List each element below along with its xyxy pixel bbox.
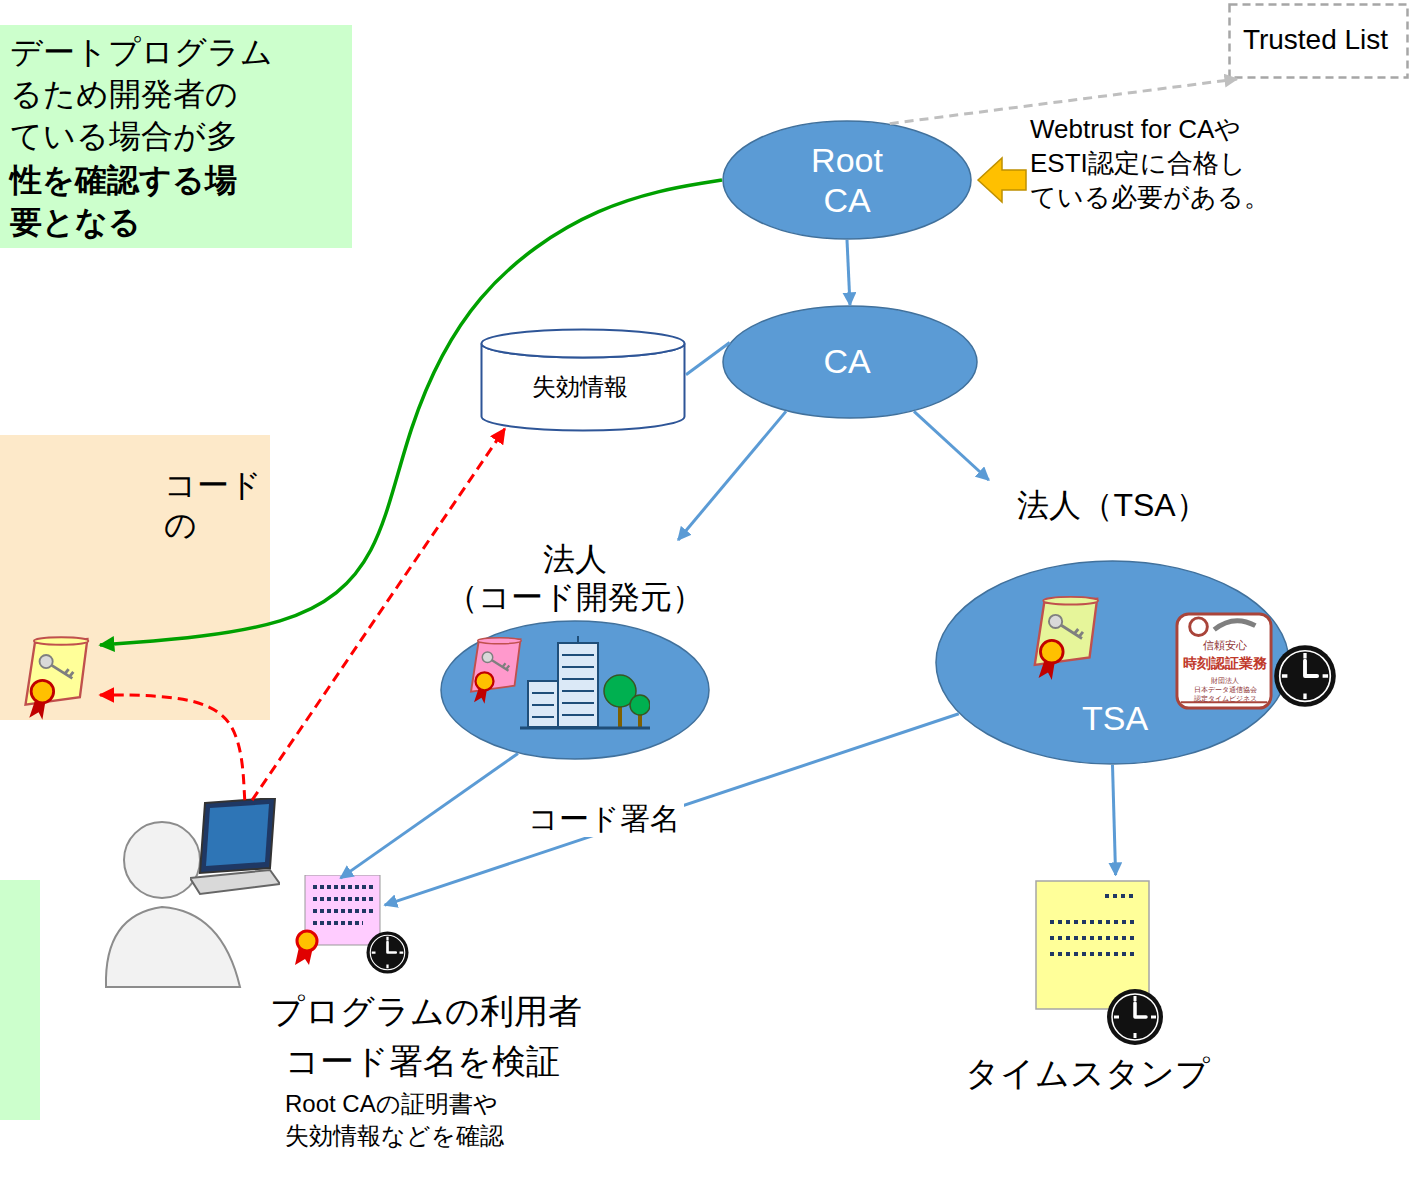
- laptop-icon: [190, 798, 280, 894]
- note-box: コード の: [0, 435, 270, 720]
- ellipse-shape: [441, 621, 709, 759]
- badge-text: 時刻認証業務: [1180, 654, 1270, 672]
- ellipse-shape: [936, 561, 1289, 764]
- box-fill: [0, 25, 352, 248]
- badge-text: 財団法人 日本データ通信協会 認定タイムビジネス: [1179, 676, 1271, 703]
- sign-arrow: [341, 753, 518, 878]
- ellipse-shape: [723, 121, 971, 239]
- timestamp-group: タイムスタンプ: [965, 875, 1216, 1100]
- block-arrow: [978, 158, 1026, 202]
- node-text: タイムスタンプ: [965, 1053, 1210, 1093]
- ellipse-shape: [723, 306, 977, 418]
- timestamp-arrow: [1113, 765, 1116, 875]
- issue-arrow: [678, 411, 786, 540]
- entity-ellipse: 法人 （コード開発元）: [435, 540, 721, 760]
- badge-text: 信頼安心: [1180, 638, 1270, 652]
- timestamp-arrow: [385, 714, 959, 905]
- node-text: Root CA: [802, 140, 892, 220]
- node-text: 失効情報: [480, 372, 680, 402]
- database-cylinder: 失効情報: [480, 328, 686, 432]
- node-text: プログラムの利用者: [270, 990, 580, 1032]
- issue-arrow: [847, 240, 850, 305]
- node-subtext: コード署名を検証: [285, 1040, 575, 1082]
- badge-icon: [1177, 614, 1271, 708]
- trusted-list-box: Trusted List: [1228, 3, 1409, 79]
- node-subtext: TSA: [1075, 698, 1155, 738]
- clock-icon: [1274, 645, 1336, 707]
- node-subtext: 性を確認する場 要となる: [10, 159, 300, 243]
- node-text: コード の: [164, 465, 264, 545]
- node-text: 法人（TSA）: [935, 485, 1290, 525]
- edge-label: コード署名: [524, 801, 684, 837]
- node-subtext: Root CAの証明書や 失効情報などを確認: [285, 1088, 535, 1152]
- cylinder-top: [482, 330, 685, 358]
- entity-ellipse: 法人（TSA） TSA: [930, 480, 1350, 770]
- node-text: デートプログラム るため開発者の ている場合が多: [10, 31, 300, 157]
- ca-ellipse: CA: [722, 305, 978, 419]
- cert-icon: [26, 637, 89, 720]
- note-text: Webtrust for CAや ESTI認定に合格し ている必要がある。: [1030, 112, 1275, 214]
- note-box: デートプログラム るため開発者の ている場合が多性を確認する場 要となる: [0, 25, 352, 248]
- node-text: 法人 （コード開発元）: [435, 540, 715, 616]
- node-shape: [722, 120, 972, 240]
- root-ca-ellipse: Root CA: [722, 120, 972, 240]
- note-box: [0, 880, 40, 1120]
- clock-icon: [367, 932, 409, 974]
- cert-icon: [471, 638, 521, 704]
- clock-icon: [1107, 989, 1163, 1045]
- node-text: Trusted List: [1228, 23, 1403, 57]
- box-fill: [0, 435, 270, 720]
- cert-icon: [1035, 597, 1098, 680]
- building-icon: [520, 636, 650, 728]
- node-text: CA: [722, 341, 972, 381]
- issue-arrow: [914, 411, 989, 480]
- user-group: プログラムの利用者コード署名を検証 Root CAの証明書や 失効情報などを確認: [95, 790, 586, 1165]
